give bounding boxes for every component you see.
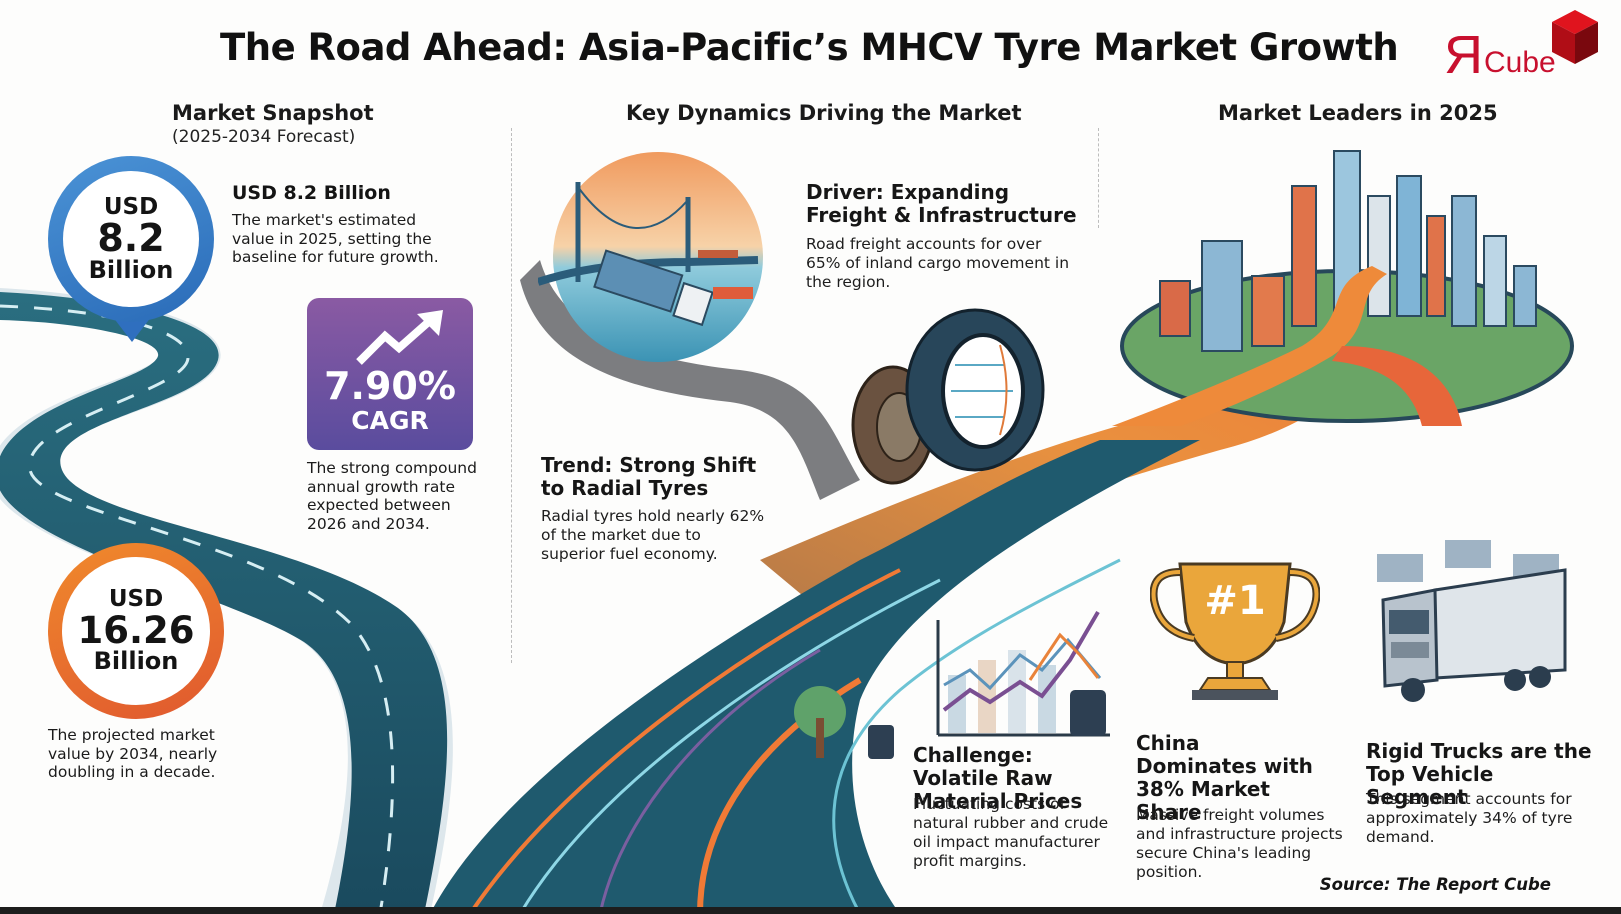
driver-heading: Driver: Expanding Freight & Infrastructu… bbox=[806, 180, 1077, 227]
source-citation: Source: The Report Cube bbox=[1319, 875, 1551, 894]
bottom-border bbox=[0, 907, 1621, 914]
forecast-value: 16.26 bbox=[77, 608, 195, 652]
driver-text: Road freight accounts for over 65% of in… bbox=[806, 235, 1070, 291]
base-value-heading: USD 8.2 Billion bbox=[232, 182, 391, 204]
section-divider bbox=[1098, 128, 1099, 228]
brand-logo: R Cube bbox=[1440, 10, 1600, 85]
pin-currency: USD bbox=[103, 193, 159, 220]
cagr-text: The strong compound annual growth rate e… bbox=[307, 459, 477, 533]
cagr-badge: 7.90% CAGR bbox=[307, 298, 473, 450]
rank-badge: #1 bbox=[1204, 578, 1265, 624]
trend-text: Radial tyres hold nearly 62% of the mark… bbox=[541, 507, 765, 563]
challenge-text: Fluctuating costs of natural rubber and … bbox=[913, 795, 1109, 870]
forecast-text: The projected market value by 2034, near… bbox=[48, 726, 218, 782]
tyres-illustration bbox=[851, 308, 1045, 485]
forecast-value-badge: USD 16.26 Billion bbox=[62, 557, 210, 705]
cube-icon bbox=[1552, 10, 1598, 64]
section-heading-snapshot: Market Snapshot bbox=[172, 101, 374, 125]
pin-value-badge: USD 8.2 Billion bbox=[63, 171, 199, 307]
map-pin-icon: USD 8.2 Billion bbox=[48, 156, 214, 322]
region-text: Massive freight volumes and infrastructu… bbox=[1136, 806, 1343, 881]
region-heading: China Dominates with 38% Market Share bbox=[1136, 731, 1313, 824]
base-value-text: The market's estimated value in 2025, se… bbox=[232, 211, 439, 267]
forecast-ring: USD 16.26 Billion bbox=[48, 543, 224, 719]
logo-mark: R bbox=[1444, 25, 1483, 85]
cagr-value: 7.90% bbox=[324, 364, 456, 408]
section-divider bbox=[511, 128, 512, 663]
cagr-label: CAGR bbox=[351, 406, 429, 435]
truck-icon bbox=[1377, 540, 1567, 702]
segment-heading: Rigid Trucks are the Top Vehicle Segment bbox=[1366, 739, 1592, 809]
trend-heading: Trend: Strong Shift to Radial Tyres bbox=[541, 453, 757, 500]
challenge-heading: Challenge: Volatile Raw Material Prices bbox=[913, 743, 1083, 813]
page-title: The Road Ahead: Asia-Pacific’s MHCV Tyre… bbox=[220, 26, 1399, 69]
price-volatility-chart-icon bbox=[794, 610, 1110, 759]
segment-text: This segment accounts for approximately … bbox=[1366, 790, 1573, 846]
section-heading-dynamics: Key Dynamics Driving the Market bbox=[626, 101, 1022, 125]
city-skyline-illustration bbox=[1112, 150, 1574, 426]
forecast-currency: USD bbox=[108, 586, 164, 613]
bridge-truck-illustration bbox=[538, 152, 763, 362]
section-heading-leaders: Market Leaders in 2025 bbox=[1218, 101, 1498, 125]
trend-up-arrow-icon bbox=[356, 310, 443, 365]
logo-text: Cube bbox=[1484, 46, 1556, 79]
forecast-unit: Billion bbox=[93, 647, 179, 676]
pin-unit: Billion bbox=[88, 255, 174, 284]
trophy-icon: #1 bbox=[1150, 562, 1320, 700]
pin-value: 8.2 bbox=[97, 216, 165, 261]
section-subheading-snapshot: (2025-2034 Forecast) bbox=[172, 127, 356, 147]
